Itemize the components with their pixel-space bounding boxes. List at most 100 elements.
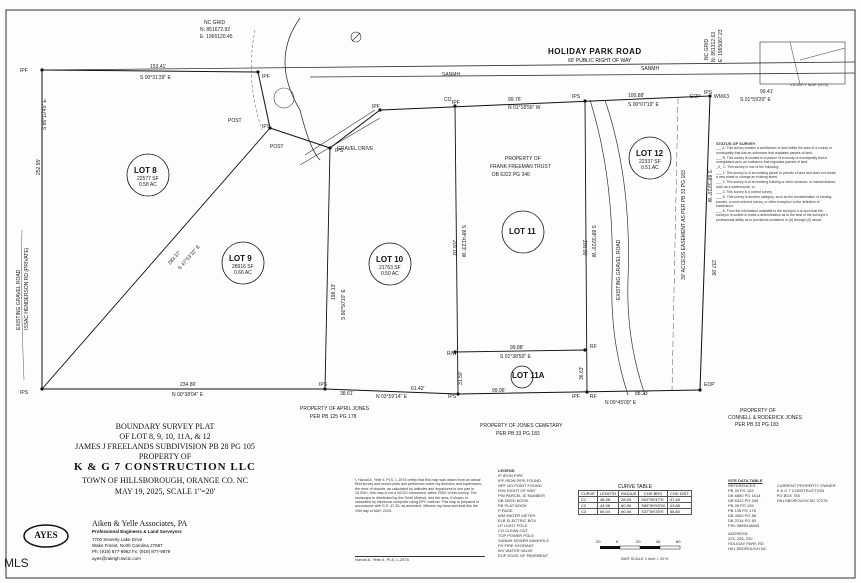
lot-5-name: LOT 11A bbox=[512, 371, 545, 380]
vicinity-map-frame bbox=[759, 41, 846, 85]
bar-scale-label: BAR SCALE 1 inch = 20 ft. bbox=[621, 556, 669, 561]
property-3-name: PROPERTY OF JONES CEMETARY bbox=[480, 423, 563, 429]
bearing-top-mid2: S 00°07'19" E bbox=[628, 102, 660, 108]
road-row: 60' PUBLIC RIGHT OF WAY bbox=[568, 58, 632, 64]
scale-tick-label: 40 bbox=[656, 539, 661, 544]
lot-line-9-10 bbox=[324, 147, 331, 390]
status-item: ___ A. This survey creates a subdivision… bbox=[716, 146, 833, 155]
legend-item: IP IRON PIPE bbox=[498, 473, 524, 478]
site-data-title: SITE DATA TABLE bbox=[728, 478, 763, 483]
legend-item: PB PLAT BOOK bbox=[498, 503, 527, 508]
reference-item: DB 4550 PG 86 bbox=[728, 513, 757, 518]
property-1-name: PROPERTY OF bbox=[505, 156, 541, 162]
scale-tick-label: 20 bbox=[636, 539, 641, 544]
legend-item: IPF IRON PIPE FOUND bbox=[498, 478, 541, 483]
vicinity-road bbox=[789, 41, 801, 85]
marker-ips-6: IPS bbox=[572, 94, 581, 100]
owner-title: CURRENT PROPERTY OWNER bbox=[776, 483, 836, 488]
left-gravel-road bbox=[21, 229, 25, 381]
table-cell: 60.04 bbox=[596, 508, 620, 515]
pin: PIN: 9865418843 bbox=[728, 523, 760, 528]
marker-wmx3-17: WMX3 bbox=[714, 94, 729, 100]
marker-rf-13: RF bbox=[590, 344, 597, 350]
scale-tick-label: 20 bbox=[596, 539, 601, 544]
nc-grid-right-n: N: 851312.63 bbox=[711, 32, 717, 62]
reference-item: PB 28 PG 105 bbox=[728, 503, 754, 508]
bearing-inner: S 01°38'50" E bbox=[500, 354, 532, 360]
nc-grid-left-label: NC GRID bbox=[204, 20, 226, 26]
status-item: ___ D. This survey is another category, … bbox=[716, 195, 832, 208]
marker-ips-8: IPS bbox=[20, 390, 29, 396]
marker-ips-2: IPS bbox=[262, 124, 271, 130]
bearing-bottom-right-dist: 88.23' bbox=[635, 391, 649, 397]
bearing-bottom-left-dist: 234.86' bbox=[180, 382, 196, 388]
gap-4: 237.05' bbox=[710, 260, 716, 276]
existing-road-right: EXISTING GRAVEL ROAD bbox=[616, 239, 622, 300]
bearing-inner-dist: 99.88' bbox=[510, 345, 524, 351]
bearing-right-side: S 88°39'20" W bbox=[706, 170, 712, 203]
status-of-survey: STATUS OF SURVEY ___ A. This survey crea… bbox=[716, 141, 836, 223]
legend-title: LEGEND bbox=[498, 468, 515, 473]
bearing-top-mid-dist: 99.76' bbox=[508, 97, 522, 103]
firm-logo: AYES bbox=[34, 530, 58, 540]
legend-item: ELB ELECTRIC BOX bbox=[498, 518, 537, 523]
lot-8-circle bbox=[126, 153, 170, 197]
property-3-ref: PER PB 33 PG 183 bbox=[496, 431, 540, 437]
lot-2-name: LOT 9 bbox=[229, 254, 252, 263]
gravel-drive-line-2 bbox=[304, 109, 376, 156]
gap-3: 36.63' bbox=[579, 366, 585, 380]
property-4-owner: CONNELL & RODERICK JONES bbox=[728, 415, 803, 421]
marker-ipf-1: IPF bbox=[262, 74, 270, 80]
firm-phone: Ph: (919) 877-9982 Fx: (919) 877-9879 bbox=[92, 549, 171, 554]
marker-ips-3: IPS bbox=[335, 148, 344, 154]
side-road-name: EXISTING GRAVEL ROAD bbox=[16, 269, 22, 330]
curve-table-header: RADIUS bbox=[618, 490, 640, 497]
certification-text: I, Harold A. Yelle II, PLS, L-2575 certi… bbox=[355, 478, 483, 513]
legend-item: DB DEED BOOK bbox=[498, 498, 529, 503]
marker-ips-10: IPS bbox=[448, 394, 457, 400]
marker-ips-9: IPS bbox=[319, 382, 328, 388]
road-name: HOLIDAY PARK ROAD bbox=[548, 47, 642, 56]
legend-item: LP LIGHT POLE bbox=[498, 523, 528, 528]
sheet-border bbox=[5, 9, 856, 579]
lot-line-10-11 bbox=[454, 105, 459, 395]
gap-2: 31.50' bbox=[458, 371, 464, 385]
easement-line bbox=[671, 97, 679, 391]
marker-ipf-4: IPF bbox=[372, 104, 380, 110]
easement-label: 30' ACCESS EASEMENT AS PER PB 33 PG 183 bbox=[681, 170, 687, 280]
legend-item: TOP POWER POLE bbox=[498, 533, 535, 538]
firm-sub: Professional Engineers & Land Surveyors bbox=[92, 529, 182, 534]
lot-9-circle bbox=[221, 241, 265, 285]
legend-item: P PAGE bbox=[498, 508, 513, 513]
scale-tick-label: 60 bbox=[676, 539, 681, 544]
reference-item: DB 2134 PG 83 bbox=[728, 518, 757, 523]
existing-gravel-road-right-a bbox=[589, 99, 629, 396]
bearing-v3-dist: 200.00' bbox=[581, 240, 587, 256]
marker-co-18: CO bbox=[444, 97, 452, 103]
table-cell: 60.00 bbox=[618, 508, 640, 515]
property-1-owner: FRANK FREEMAN TRUST bbox=[490, 164, 551, 170]
title-owner: K & G 7 CONSTRUCTION LLC bbox=[74, 461, 256, 473]
site-data: SITE DATA TABLE REFERENCES: PB 33 PG 183… bbox=[728, 478, 853, 551]
property-4-name: PROPERTY OF bbox=[740, 408, 776, 414]
nc-grid-right-label: NC GRID bbox=[704, 39, 710, 61]
property-4-ref: PER PB 33 PG 183 bbox=[735, 422, 779, 428]
lot-11a-circle bbox=[510, 365, 534, 389]
firm-addr1: 7700 Seventy Lake Drive bbox=[92, 537, 143, 542]
bearing-top-right-dist: 99.41' bbox=[760, 89, 774, 95]
bearing-left-side: S 86°10'45" E bbox=[42, 98, 48, 130]
owner-line: PO BOX 785 bbox=[776, 493, 800, 498]
legend-item: WM WATER METER bbox=[498, 513, 536, 518]
address-line: HOLIDAY PARK RD bbox=[728, 541, 764, 546]
bearing-v1-dist: 198.13' bbox=[331, 284, 337, 300]
lot-1-name: LOT 8 bbox=[134, 166, 157, 175]
gravel-drive-line bbox=[299, 117, 381, 166]
lot-line-8-9 bbox=[41, 127, 271, 390]
curve-table-header: CURVE bbox=[578, 490, 598, 497]
owner-line: K & G 7 CONSTRUCTION bbox=[776, 488, 825, 493]
gravel-edge bbox=[251, 29, 263, 131]
boundary-top-left bbox=[41, 69, 259, 73]
